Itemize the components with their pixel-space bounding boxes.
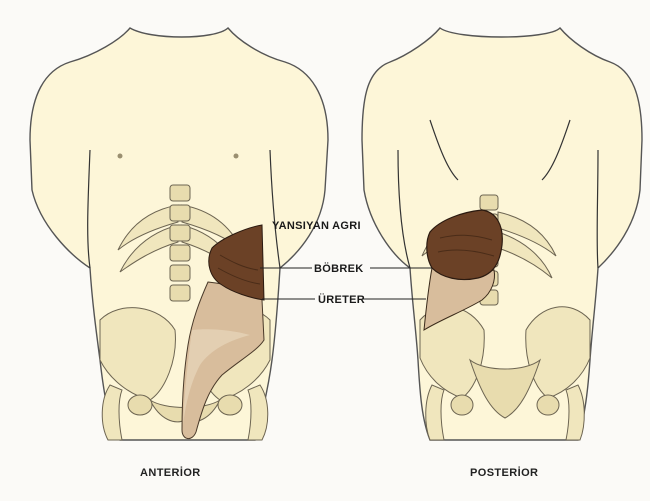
- referred-pain-label: YANSIYAN AGRI: [272, 220, 361, 232]
- anterior-left-nipple: [118, 154, 123, 159]
- posterior-caption: POSTERİOR: [470, 466, 538, 479]
- anterior-figure: [30, 28, 328, 440]
- kidney-label: BÖBREK: [314, 262, 363, 275]
- anterior-right-nipple: [234, 154, 239, 159]
- posterior-figure: [362, 28, 642, 440]
- ureter-label: ÜRETER: [318, 293, 365, 306]
- anterior-caption: ANTERİOR: [140, 466, 201, 479]
